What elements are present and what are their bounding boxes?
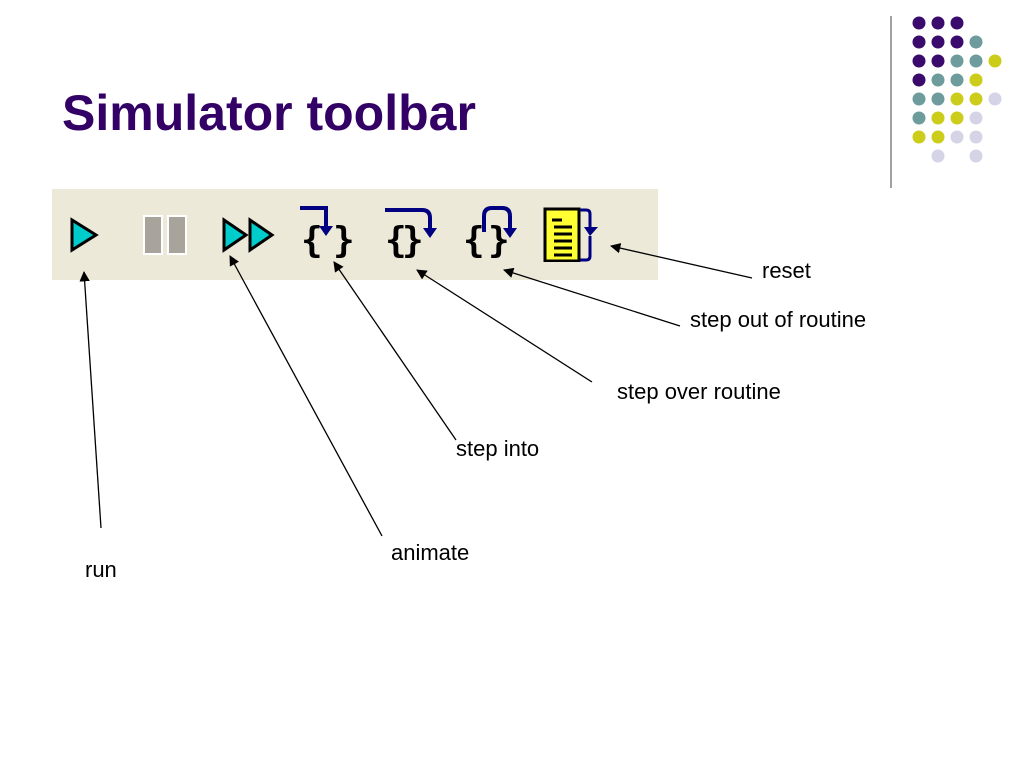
label-step-over: step over routine: [617, 379, 781, 404]
reset-icon: [543, 207, 598, 262]
svg-text:}: }: [402, 220, 424, 261]
decorative-dot: [912, 73, 926, 87]
step-into-button[interactable]: { }: [296, 204, 360, 262]
decorative-dot: [912, 111, 926, 125]
animate-button[interactable]: [216, 204, 278, 262]
reset-button[interactable]: [542, 204, 606, 262]
decorative-dot: [912, 92, 926, 106]
decorative-dot: [931, 16, 945, 30]
svg-text:{: {: [301, 220, 323, 261]
arrow-run: [79, 270, 102, 529]
arrow-animate: [229, 255, 383, 537]
slide-title: Simulator toolbar: [62, 85, 476, 141]
svg-text:{: {: [385, 220, 407, 261]
decorative-dot: [969, 92, 983, 106]
decorative-dot: [931, 149, 945, 163]
decorative-dot: [931, 111, 945, 125]
svg-text:{: {: [463, 220, 485, 261]
label-step-into: step into: [456, 436, 540, 461]
svg-text:}: }: [333, 220, 355, 261]
label-run: run: [85, 557, 117, 582]
step-over-icon: { }: [385, 208, 437, 261]
decorative-dot: [950, 73, 964, 87]
dot-group: [912, 16, 1002, 163]
decorative-dot: [950, 130, 964, 144]
decorative-dot: [988, 54, 1002, 68]
decorative-dot: [950, 111, 964, 125]
decorative-dot: [931, 92, 945, 106]
pause-icon: [143, 215, 187, 255]
step-out-button[interactable]: { }: [460, 204, 522, 262]
decorative-dot: [969, 35, 983, 49]
animate-icon: [222, 217, 275, 253]
decorative-dot: [969, 130, 983, 144]
label-animate: animate: [391, 540, 470, 565]
step-over-button[interactable]: { }: [382, 204, 442, 262]
decorative-dot: [988, 92, 1002, 106]
decorative-dot: [931, 73, 945, 87]
run-button[interactable]: [66, 204, 104, 262]
decorative-dot: [950, 16, 964, 30]
decorative-dot: [912, 130, 926, 144]
decorative-dot: [950, 35, 964, 49]
label-step-out: step out of routine: [690, 307, 867, 332]
label-reset: reset: [762, 258, 811, 283]
decorative-dot: [969, 73, 983, 87]
decorative-dot: [912, 16, 926, 30]
decorative-dot: [912, 54, 926, 68]
decorative-dot: [931, 35, 945, 49]
decorative-dot: [931, 54, 945, 68]
arrow-step-over: [416, 269, 593, 383]
step-into-icon: { }: [300, 206, 355, 261]
decorative-dot: [969, 149, 983, 163]
decorative-dot: [969, 54, 983, 68]
decorative-dot: [950, 54, 964, 68]
decorative-dot: [912, 35, 926, 49]
decorative-dot: [931, 130, 945, 144]
decorative-dot-grid: [890, 16, 1002, 188]
step-out-icon: { }: [463, 206, 517, 261]
pause-button[interactable]: [140, 204, 192, 262]
decorative-dot: [950, 92, 964, 106]
decorative-dot: [969, 111, 983, 125]
svg-text:}: }: [488, 220, 510, 261]
run-icon: [70, 217, 99, 253]
arrow-step-into: [333, 261, 457, 441]
